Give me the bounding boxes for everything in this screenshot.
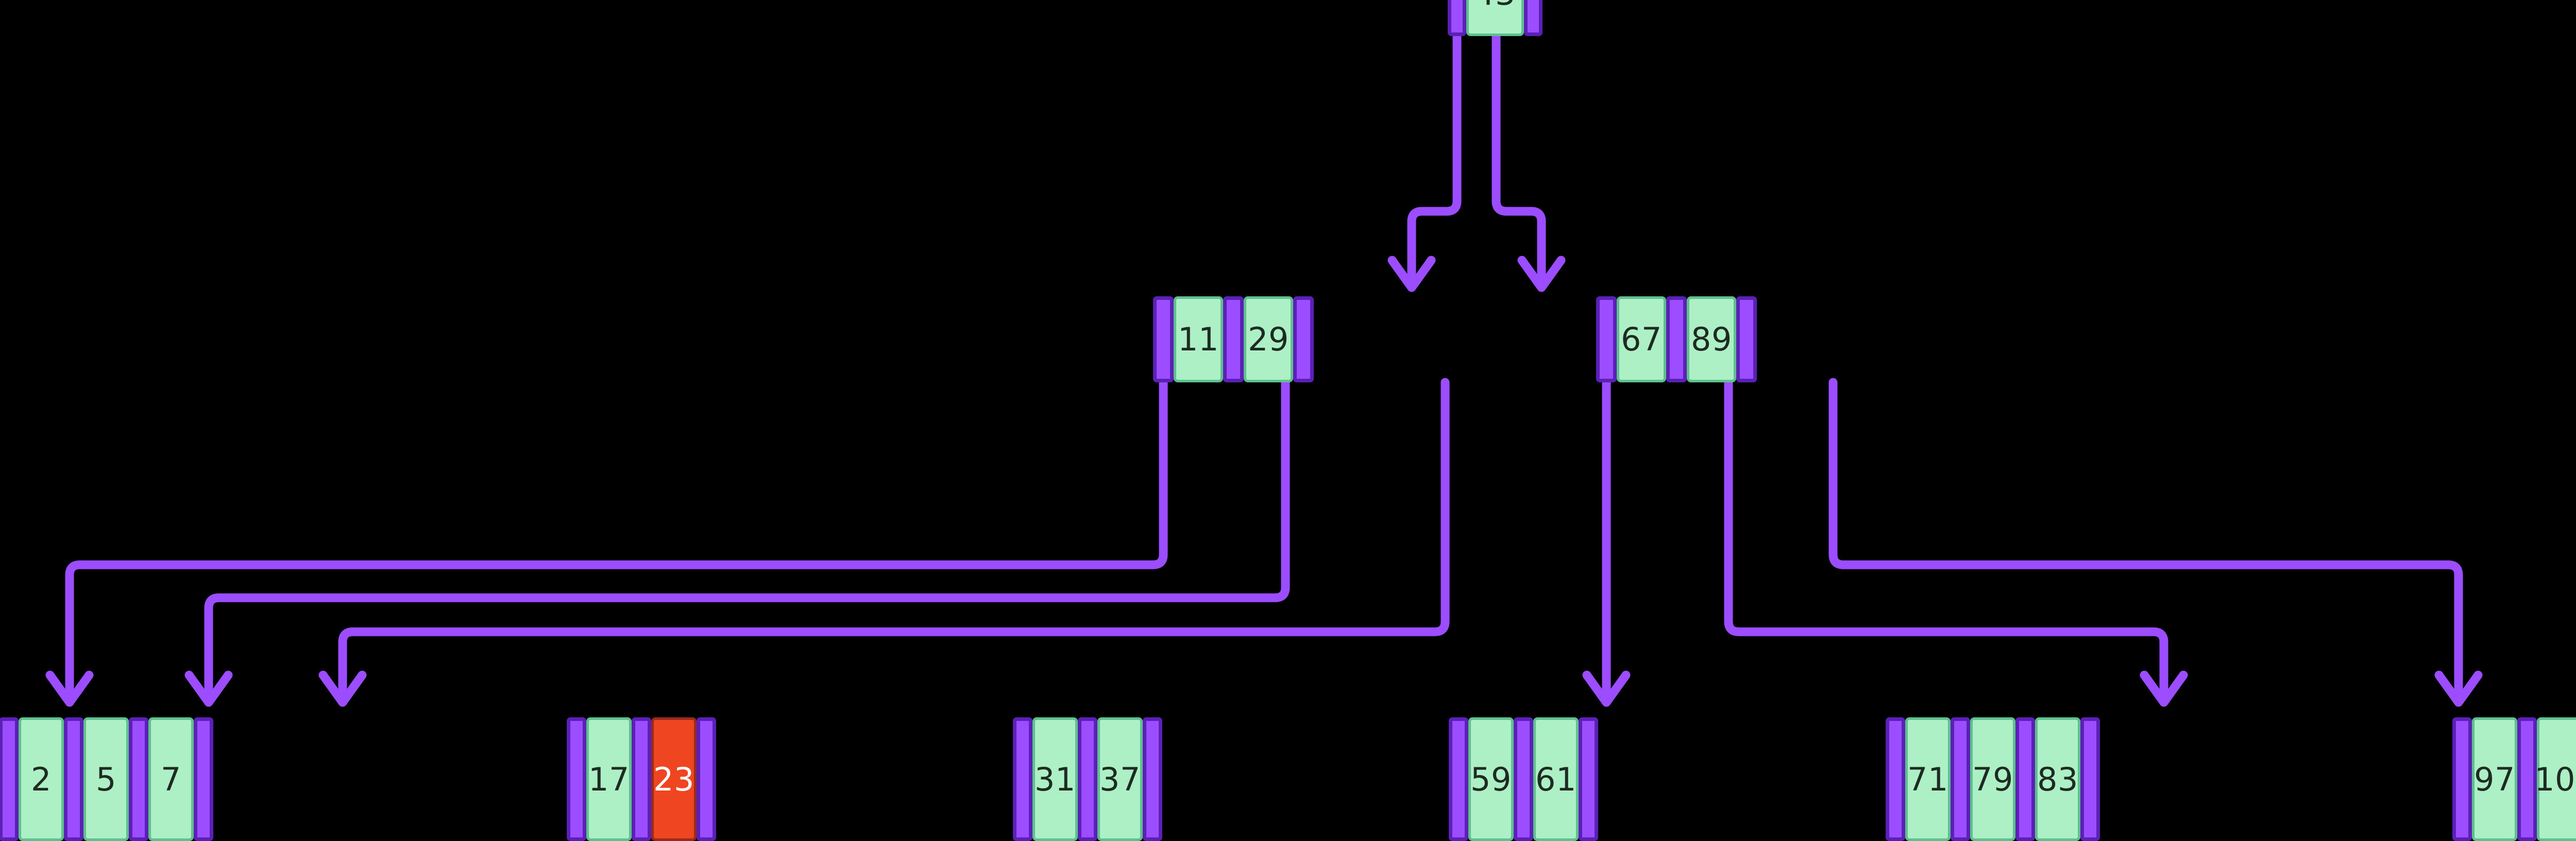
pointer-slot[interactable] bbox=[1078, 717, 1097, 841]
edge-root-to-internal-right bbox=[1492, 31, 1566, 292]
key-cell[interactable]: 2 bbox=[19, 717, 64, 841]
pointer-slot[interactable] bbox=[1736, 296, 1757, 382]
pointer-slot[interactable] bbox=[567, 717, 586, 841]
btree-node-root[interactable]: 43 bbox=[1448, 0, 1543, 36]
pointer-slot[interactable] bbox=[1596, 296, 1617, 382]
btree-node-leaf-1[interactable]: 2 5 7 bbox=[0, 717, 213, 841]
key-cell[interactable]: 59 bbox=[1468, 717, 1514, 841]
edge-internal-left-to-leaf-2 bbox=[184, 378, 1290, 707]
edge-internal-right-to-leaf-6 bbox=[1828, 378, 2483, 707]
pointer-slot[interactable] bbox=[1293, 296, 1314, 382]
edge-internal-right-to-leaf-5 bbox=[1724, 378, 2188, 707]
key-cell-highlighted[interactable]: 23 bbox=[651, 717, 697, 841]
btree-node-leaf-4[interactable]: 59 61 bbox=[1449, 717, 1598, 841]
key-cell[interactable]: 37 bbox=[1097, 717, 1143, 841]
pointer-slot[interactable] bbox=[1514, 717, 1533, 841]
btree-node-leaf-6[interactable]: 97 107 bbox=[2452, 717, 2576, 841]
key-cell[interactable]: 67 bbox=[1617, 296, 1666, 382]
key-cell[interactable]: 29 bbox=[1244, 296, 1293, 382]
pointer-slot[interactable] bbox=[1153, 296, 1174, 382]
key-cell[interactable]: 31 bbox=[1032, 717, 1078, 841]
pointer-slot[interactable] bbox=[2015, 717, 2035, 841]
pointer-slot[interactable] bbox=[1143, 717, 1162, 841]
pointer-slot[interactable] bbox=[194, 717, 213, 841]
pointer-slot[interactable] bbox=[1223, 296, 1244, 382]
pointer-slot[interactable] bbox=[2517, 717, 2537, 841]
pointer-slot[interactable] bbox=[129, 717, 148, 841]
btree-node-internal-right[interactable]: 67 89 bbox=[1596, 296, 1757, 382]
pointer-slot[interactable] bbox=[2452, 717, 2472, 841]
btree-node-internal-left[interactable]: 11 29 bbox=[1153, 296, 1314, 382]
pointer-slot[interactable] bbox=[1013, 717, 1032, 841]
key-cell[interactable]: 79 bbox=[1970, 717, 2015, 841]
key-cell[interactable]: 71 bbox=[1905, 717, 1951, 841]
key-cell[interactable]: 11 bbox=[1174, 296, 1223, 382]
pointer-slot[interactable] bbox=[1579, 717, 1598, 841]
pointer-slot[interactable] bbox=[632, 717, 651, 841]
pointer-slot[interactable] bbox=[1449, 717, 1468, 841]
key-cell[interactable]: 97 bbox=[2472, 717, 2517, 841]
key-cell[interactable]: 17 bbox=[586, 717, 632, 841]
key-cell[interactable]: 5 bbox=[83, 717, 129, 841]
pointer-slot[interactable] bbox=[1524, 0, 1543, 36]
key-cell[interactable]: 83 bbox=[2035, 717, 2080, 841]
pointer-slot[interactable] bbox=[1666, 296, 1687, 382]
btree-node-leaf-2[interactable]: 17 23 bbox=[567, 717, 716, 841]
edge-internal-left-to-leaf-3 bbox=[318, 378, 1450, 707]
key-cell[interactable]: 43 bbox=[1466, 0, 1524, 36]
btree-node-leaf-3[interactable]: 31 37 bbox=[1013, 717, 1162, 841]
edge-internal-left-to-leaf-1 bbox=[45, 378, 1168, 707]
edge-internal-right-to-leaf-4 bbox=[1582, 378, 1631, 707]
btree-node-leaf-5[interactable]: 71 79 83 bbox=[1886, 717, 2100, 841]
pointer-slot[interactable] bbox=[1886, 717, 1905, 841]
pointer-slot[interactable] bbox=[1448, 0, 1466, 36]
pointer-slot[interactable] bbox=[0, 717, 19, 841]
key-cell[interactable]: 107 bbox=[2534, 717, 2576, 841]
key-cell[interactable]: 7 bbox=[148, 717, 194, 841]
pointer-slot[interactable] bbox=[64, 717, 83, 841]
pointer-slot[interactable] bbox=[2080, 717, 2100, 841]
pointer-slot[interactable] bbox=[697, 717, 716, 841]
key-cell[interactable]: 89 bbox=[1687, 296, 1736, 382]
edge-root-to-internal-left bbox=[1387, 31, 1462, 292]
key-cell[interactable]: 61 bbox=[1533, 717, 1579, 841]
pointer-slot[interactable] bbox=[1951, 717, 1970, 841]
